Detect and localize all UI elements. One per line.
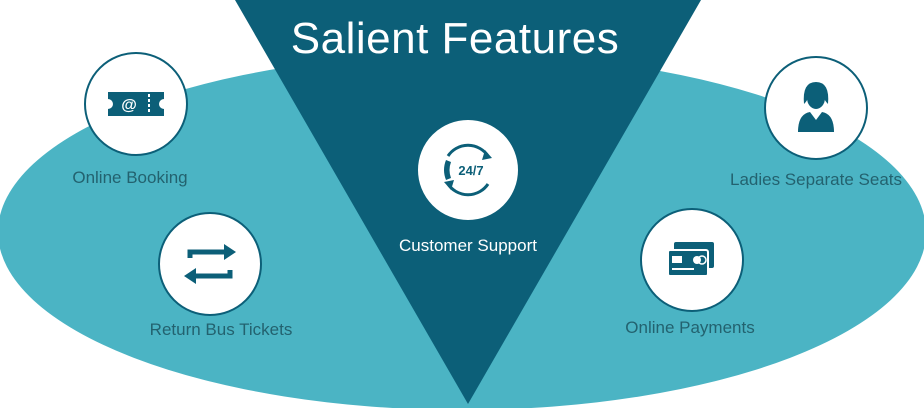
diagram-title: Salient Features — [290, 14, 620, 63]
feature-return-bus-tickets-circle — [158, 212, 262, 316]
feature-ladies-separate-seats-circle — [764, 56, 868, 160]
feature-online-payments-label: Online Payments — [625, 318, 755, 337]
ticket-icon: @ — [108, 92, 164, 116]
feature-online-payments-circle — [640, 208, 744, 312]
feature-customer-support-label: Customer Support — [399, 236, 537, 255]
feature-customer-support-circle: 24/7 — [416, 118, 520, 222]
feature-online-booking-circle: @ — [84, 52, 188, 156]
svg-text:24/7: 24/7 — [458, 163, 483, 178]
return-arrows-icon — [184, 244, 236, 284]
svg-text:@: @ — [121, 97, 137, 114]
woman-icon — [798, 82, 834, 132]
feature-return-bus-tickets-label: Return Bus Tickets — [149, 320, 293, 339]
feature-online-booking-label: Online Booking — [72, 168, 188, 187]
feature-ladies-separate-seats-label: Ladies Separate Seats — [729, 170, 903, 189]
credit-card-icon — [667, 242, 714, 277]
support-24-7-icon: 24/7 — [444, 143, 492, 197]
